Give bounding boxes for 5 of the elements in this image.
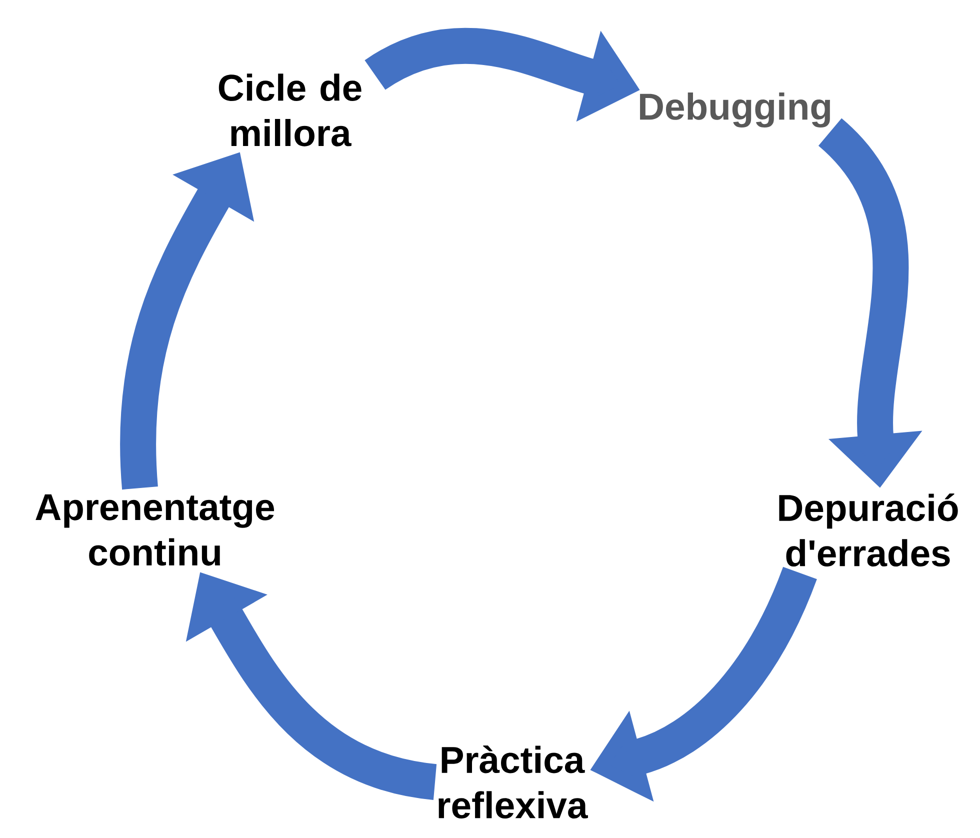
node-label: Depuració d'errades bbox=[779, 493, 958, 567]
node-label: Aprenentatge continu bbox=[36, 494, 274, 566]
node-label: Debugging bbox=[640, 92, 830, 128]
node-label: Cicle de millora bbox=[218, 74, 362, 146]
node-label: Pràctica reflexiva bbox=[438, 745, 588, 819]
